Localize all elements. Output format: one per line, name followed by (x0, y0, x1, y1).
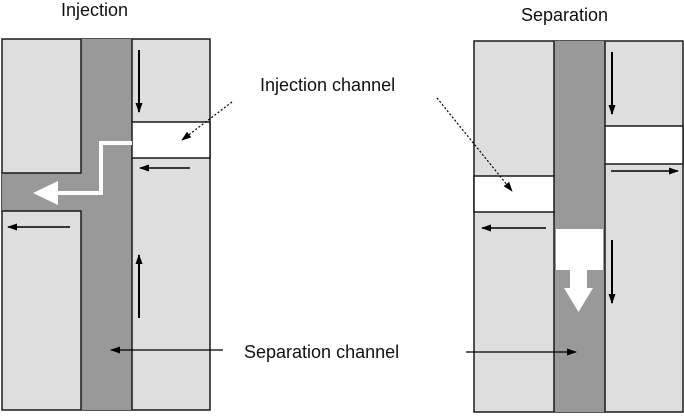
injection-title: Injection (61, 0, 129, 20)
separation-separation-channel (554, 41, 605, 412)
injection-panel (1, 38, 211, 411)
injection-channel-label: Injection channel (260, 75, 396, 95)
separation-channel-label: Separation channel (244, 342, 400, 362)
sample-plug (556, 229, 603, 270)
callout-leaders (110, 97, 577, 356)
separation-side-channel-left (473, 175, 555, 213)
injection-block-outlines (2, 39, 133, 410)
sample-flow-arrow (58, 141, 132, 195)
injection-separation-channel (81, 39, 132, 410)
separation-block-outlines (553, 41, 606, 412)
sample-flow-arrowhead (33, 181, 58, 205)
separation-side-channel-right (604, 125, 684, 165)
injection-side-channel-right (131, 121, 211, 159)
injection-channel-leader-left (181, 101, 233, 141)
sample-plug-arrow (564, 270, 593, 312)
separation-panel (473, 40, 684, 413)
separation-title: Separation (521, 5, 609, 25)
